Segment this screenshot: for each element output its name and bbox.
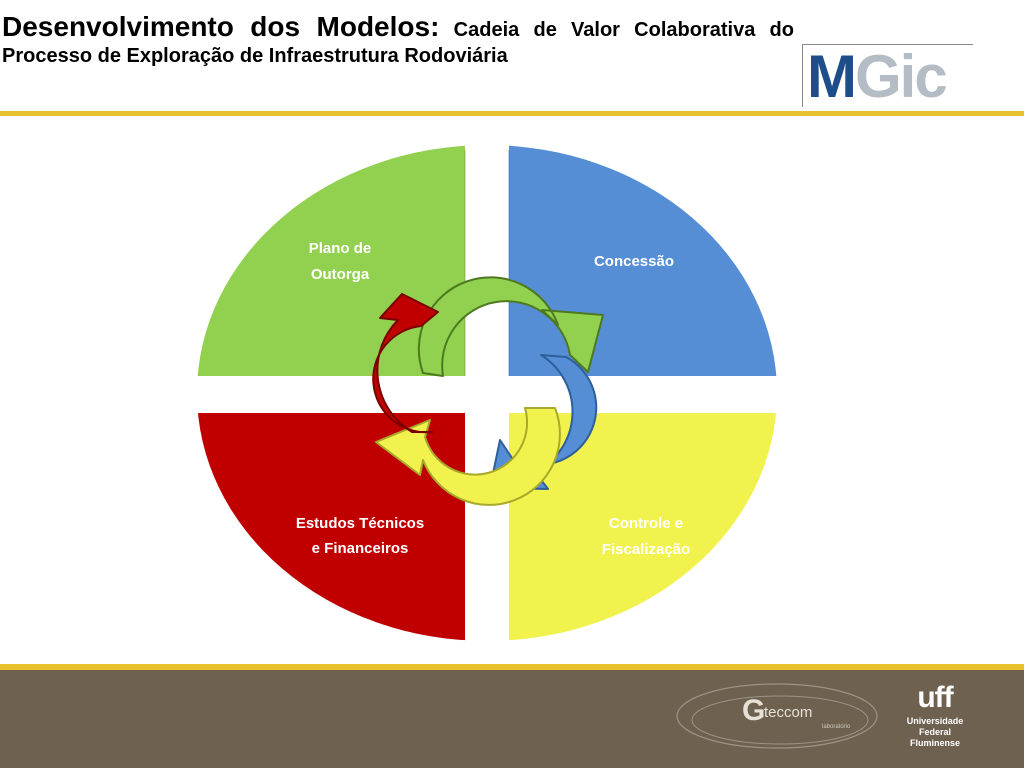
- uff-name-line1: Universidade: [906, 716, 964, 726]
- uff-logo: uff Universidade Federal Fluminense: [892, 681, 978, 749]
- label-estudos-line1: Estudos Técnicos: [296, 515, 424, 532]
- value-chain-diagram: Plano de Outorga Concessão Controle e Fi…: [197, 145, 777, 641]
- label-plano-outorga-line2: Outorga: [311, 266, 370, 283]
- slide-title-sub: Cadeia de Valor Colaborativa do Processo…: [2, 19, 794, 67]
- arrow-to-concessao: [417, 276, 604, 377]
- arrow-to-plano: [372, 293, 439, 434]
- footer-divider: [0, 664, 1024, 670]
- slide-title: Desenvolvimento dos Modelos: Cadeia de V…: [2, 11, 794, 69]
- gteccom-word: teccom: [764, 704, 812, 721]
- uff-name-line3: Fluminense: [909, 738, 960, 748]
- slide-title-main: Desenvolvimento dos Modelos:: [2, 11, 440, 42]
- label-plano-outorga-line1: Plano de: [309, 240, 372, 257]
- uff-name: Universidade Federal Fluminense: [892, 716, 978, 749]
- uff-name-line2: Federal: [918, 727, 951, 737]
- slide-header: Desenvolvimento dos Modelos: Cadeia de V…: [0, 0, 1024, 118]
- uff-mark: uff: [917, 681, 953, 714]
- label-concessao: Concessão: [594, 253, 674, 270]
- slide-footer: G teccom laboratório uff Universidade Fe…: [0, 670, 1024, 768]
- mgic-logo-m: M: [807, 43, 857, 110]
- mgic-logo-rest: Gic: [854, 43, 948, 110]
- mgic-logo: MGic: [802, 44, 973, 107]
- gteccom-g: G: [742, 694, 765, 727]
- header-divider: [0, 111, 1024, 116]
- label-controle-line2: Fiscalização: [602, 541, 690, 558]
- label-estudos-line2: e Financeiros: [312, 540, 409, 557]
- label-controle-line1: Controle e: [609, 515, 683, 532]
- gteccom-sub: laboratório: [822, 724, 851, 730]
- gteccom-logo: G teccom laboratório: [676, 683, 878, 749]
